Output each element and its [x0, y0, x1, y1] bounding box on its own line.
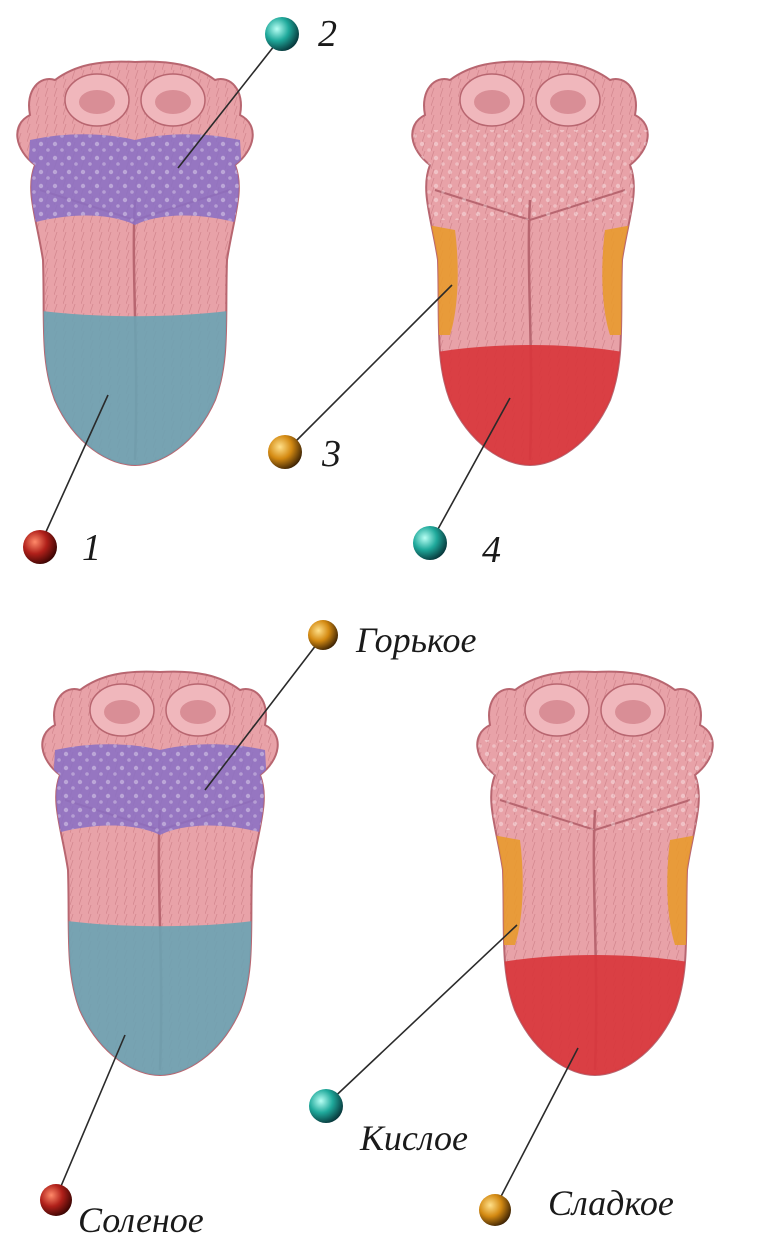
leader-line-3 — [285, 285, 452, 452]
tongue-bottom-right — [465, 660, 725, 1100]
leader-line-sour — [326, 925, 517, 1105]
pin-sour-icon — [309, 1089, 343, 1123]
label-number-1: 1 — [82, 527, 101, 569]
sour-zone-left — [400, 220, 458, 335]
label-salty: Соленое — [78, 1200, 204, 1240]
label-number-4: 4 — [482, 529, 501, 571]
sweet-zone — [465, 955, 725, 1100]
tongue-top-right — [400, 50, 660, 490]
tongue-top-left — [5, 50, 265, 490]
label-sour: Кислое — [359, 1118, 468, 1158]
pin-2-icon — [265, 17, 299, 51]
pin-bitter-icon — [308, 620, 338, 650]
label-bitter: Горькое — [355, 620, 476, 660]
salty-zone — [5, 305, 265, 490]
sour-zone-right — [602, 220, 660, 335]
pin-4-icon — [413, 526, 447, 560]
label-number-3: 3 — [321, 433, 341, 475]
sweet-zone — [400, 345, 660, 490]
sour-zone-right — [667, 830, 725, 945]
pin-1-icon — [23, 530, 57, 564]
leader-line-salty — [56, 1035, 125, 1198]
salty-zone — [30, 915, 290, 1100]
pin-3-icon — [268, 435, 302, 469]
label-number-2: 2 — [318, 13, 337, 55]
tongue-bottom-left — [30, 660, 290, 1100]
pin-sweet-icon — [479, 1194, 511, 1226]
label-sweet: Сладкое — [548, 1183, 674, 1223]
pin-salty-icon — [40, 1184, 72, 1216]
